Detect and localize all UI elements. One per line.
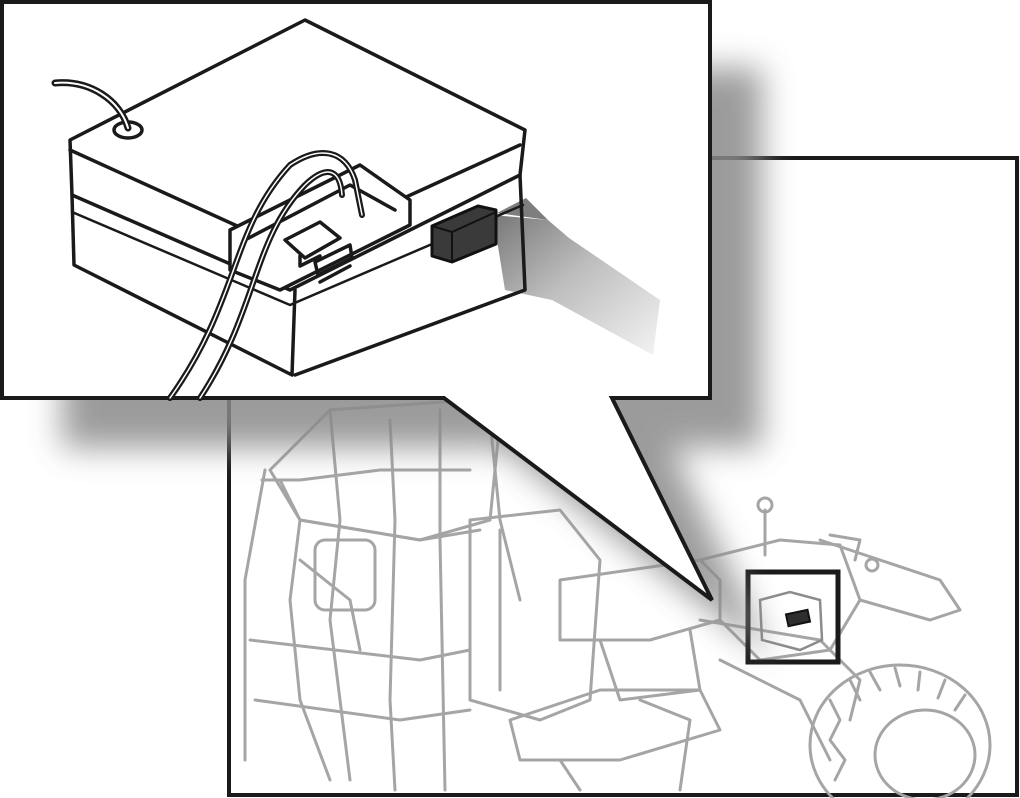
connector-plug-icon — [430, 204, 498, 264]
rc-vehicle-icon — [243, 398, 992, 798]
connector-thumbnail-icon — [784, 608, 812, 628]
insert-arrow-icon — [493, 215, 660, 355]
receiver-box-icon — [51, 18, 527, 401]
callout-panel — [0, 0, 714, 602]
